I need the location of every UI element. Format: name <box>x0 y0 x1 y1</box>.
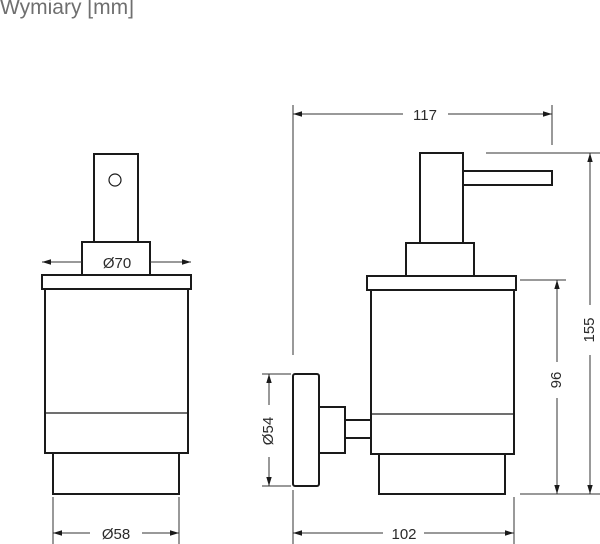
wall-arm-tip <box>344 419 372 439</box>
dim-base-diameter: Ø58 <box>102 526 130 543</box>
pump-nozzle <box>462 170 553 186</box>
page-title: Wymiary [mm] <box>0 0 134 19</box>
wall-arm <box>318 406 346 454</box>
dim-pump-diameter: Ø70 <box>103 255 131 272</box>
dim-container-height: 96 <box>548 372 565 389</box>
side-view: 117 155 96 Ø54 102 <box>260 105 600 544</box>
wall-plate <box>292 373 320 487</box>
container-body <box>44 288 189 454</box>
side-container-rim <box>366 275 517 291</box>
dim-total-depth: 117 <box>413 107 437 124</box>
dim-total-height: 155 <box>581 317 598 342</box>
side-container-body <box>370 289 515 455</box>
container-base <box>52 452 180 495</box>
side-pump-head <box>419 152 464 244</box>
container-rim <box>41 274 192 290</box>
front-view: Ø70 Ø58 <box>41 153 192 544</box>
pump-head <box>93 153 139 243</box>
side-pump-collar <box>405 242 475 277</box>
dim-mount-depth: 102 <box>391 526 416 543</box>
dim-mount-diameter: Ø54 <box>260 417 277 445</box>
side-container-base <box>378 453 506 495</box>
pump-hole-icon <box>108 173 122 187</box>
